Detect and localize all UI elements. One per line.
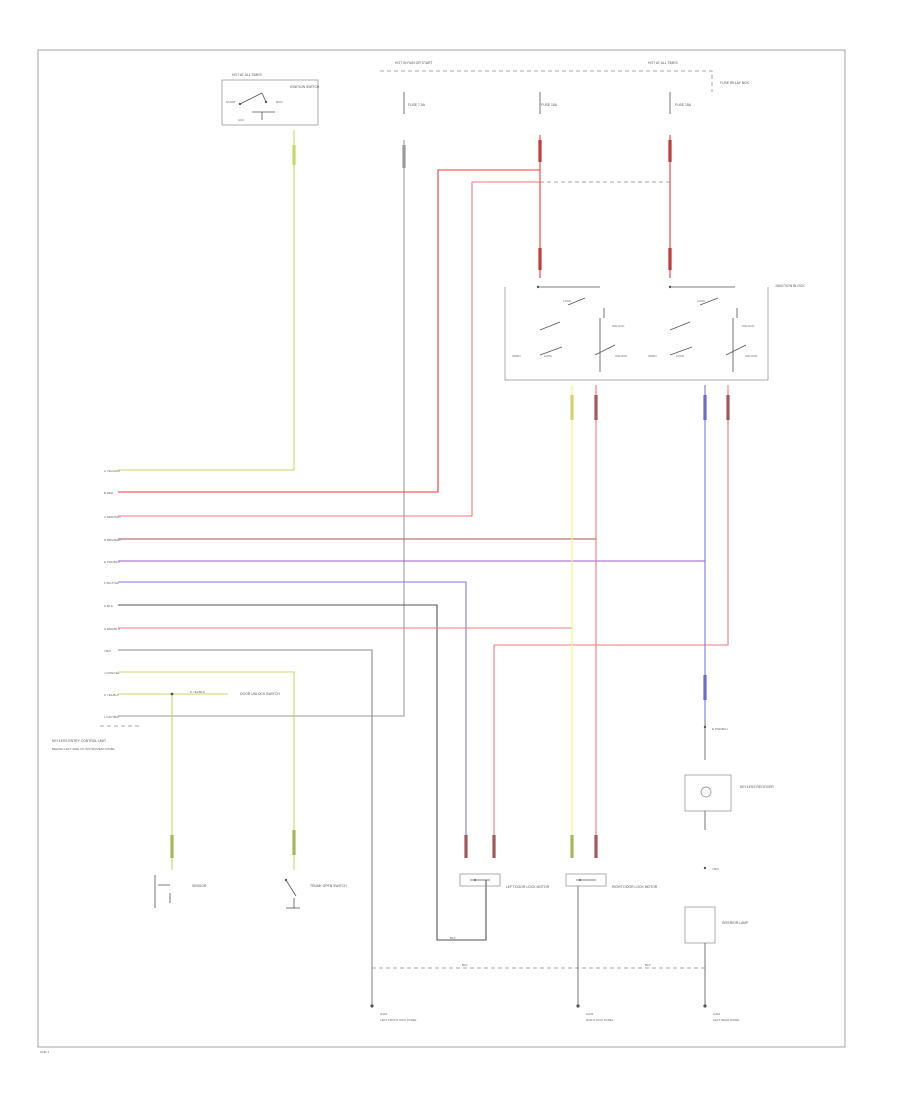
wire-fuse-gry (118, 140, 405, 717)
module-name: KEYLESS ENTRY CONTROL UNIT (52, 739, 106, 743)
wire-blk-pin-g (118, 604, 487, 941)
junction-block-label: JUNCTION BLOCK (775, 284, 805, 288)
door-unlock-switch: K YEL/BLK DOOR UNLOCK SWITCH (190, 690, 280, 696)
pin-d-label: D BRN/RED (104, 538, 121, 542)
sensor-label: SENSOR (192, 884, 207, 888)
keyless-control-unit: A YEL/GRN B RED C RED/WHT D BRN/RED E PN… (52, 469, 140, 751)
junction-block: JUNCTION BLOCK LOCK UNLOCK OPEN LOCK UNL… (504, 284, 805, 381)
footer-label: GND 1 (40, 1050, 50, 1054)
ignition-acc-pos: ACC (238, 118, 245, 122)
diagram-frame (37, 49, 846, 1048)
motor-left-label: LEFT DOOR LOCK MOTOR (506, 885, 550, 889)
ground-2-desc: RIGHT KICK PANEL (586, 1018, 614, 1022)
blk-tag-2: BLK (645, 963, 651, 967)
ground-g101: G101 LEFT FRONT KICK PANEL (370, 1004, 417, 1022)
fuse-small-label: FUSE 7.5A (408, 103, 426, 107)
pin-h-label: H RED/BLU (104, 627, 120, 631)
wire-blk-pin-i (118, 649, 373, 1005)
ground-g202: G202 RIGHT KICK PANEL (576, 1004, 614, 1022)
pin-c-label: C RED/WHT (104, 515, 121, 519)
pin-f-label: F BLU/YEL (104, 581, 119, 585)
lamp-conn-label: I BLK (712, 867, 719, 871)
ground-2-id: G202 (586, 1012, 594, 1016)
wire-red-motor-left (493, 385, 729, 835)
receiver-label: KEYLESS RECEIVER (740, 785, 774, 789)
ground-3-id: G401 (713, 1012, 721, 1016)
relay-left-lock: LOCK (563, 299, 571, 303)
unlock-switch-k: K YEL/BLK (190, 690, 205, 694)
sensor-component: SENSOR (154, 875, 207, 908)
left-door-lock-motor: LEFT DOOR LOCK MOTOR (459, 873, 550, 889)
ground-g401: G401 LEFT REAR PANEL (703, 1004, 740, 1022)
pin-g-label: G BLK (104, 604, 113, 608)
pin-e-label: E PNK/BLU (104, 560, 120, 564)
pin-a-label: A YEL/GRN (104, 469, 120, 473)
blk-tag-1: BLK (462, 963, 468, 967)
ignition-run-pos: RUN (276, 100, 283, 104)
trunk-open-switch: TRUNK OPEN SWITCH (284, 878, 347, 909)
relay-left-lock2: LOCK (544, 354, 552, 358)
relay-left-unlock: UNLOCK (612, 324, 625, 328)
blk-tag-3: BLK (450, 936, 456, 940)
ignition-start-pos: START (226, 100, 236, 104)
hot-at-all-times-label: HOT AT ALL TIMES (648, 61, 679, 65)
pin-l-label: L GRY/BLK (104, 715, 119, 719)
relay-left-unlock2: UNLOCK (615, 354, 628, 358)
relay-right-unlock: UNLOCK (742, 324, 755, 328)
interior-lamp: I BLK INTERIOR LAMP (684, 866, 749, 1005)
pin-b-label: B RED (104, 491, 114, 495)
ignition-switch-label: IGNITION SWITCH (290, 85, 320, 89)
fuse-left-label: FUSE 15A (541, 103, 558, 107)
motor-right-label: RIGHT DOOR LOCK MOTOR (612, 885, 658, 889)
wire-bluyel-pin-f (118, 581, 467, 835)
trunk-switch-label: TRUNK OPEN SWITCH (310, 884, 347, 888)
pin-k-label: K YEL/BLK (104, 693, 119, 697)
pin-j-label: J GRN/YEL (104, 671, 120, 675)
relay-right-open: OPEN (648, 354, 657, 358)
ground-1-desc: LEFT FRONT KICK PANEL (380, 1018, 417, 1022)
relay-right-unlock2: UNLOCK (745, 354, 758, 358)
keyless-receiver: E PNK/BLU KEYLESS RECEIVER (684, 720, 774, 830)
ground-3-desc: LEFT REAR PANEL (713, 1018, 740, 1022)
fuse-box-label: FUSE RELAY BOX (720, 81, 750, 85)
relay-left-open: OPEN (512, 354, 521, 358)
wire-red-pin-b (118, 169, 540, 493)
fuse-relay-box: HOT IN RUN OR START HOT AT ALL TIMES FUS… (380, 61, 750, 114)
unlock-switch-label: DOOR UNLOCK SWITCH (240, 692, 280, 696)
lamp-label: INTERIOR LAMP (722, 921, 749, 925)
right-door-lock-motor: RIGHT DOOR LOCK MOTOR (565, 873, 658, 945)
ground-1-id: G101 (380, 1012, 388, 1016)
module-location: BEHIND LEFT SIDE OF INSTRUMENT PANEL (52, 747, 116, 751)
pin-i-label: I BLK (104, 649, 111, 653)
fuse-right-label: FUSE 15A (675, 103, 692, 107)
hot-run-start-label: HOT IN RUN OR START (395, 61, 433, 65)
wire-grnyel-pin-j (118, 671, 295, 870)
wire-ign-yelgrn (118, 130, 295, 471)
relay-right-lock2: LOCK (676, 354, 684, 358)
relay-right-lock: LOCK (697, 299, 705, 303)
receiver-conn-label: E PNK/BLU (712, 727, 728, 731)
ignition-switch: HOT AT ALL TIMES IGNITION SWITCH START R… (221, 73, 320, 126)
ignition-hot-label: HOT AT ALL TIMES (232, 73, 263, 77)
wire-redwht-pin-c (118, 181, 540, 517)
